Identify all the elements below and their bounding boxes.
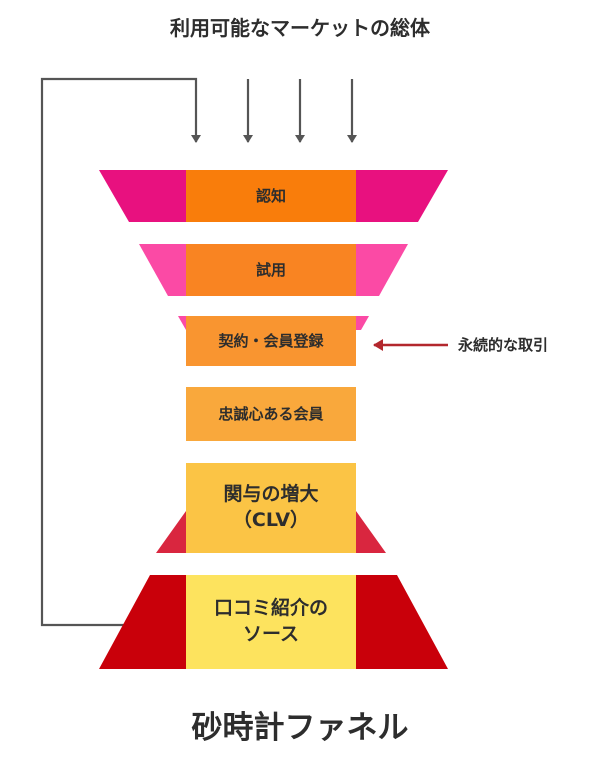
stage-3-label: 契約・会員登録 [218, 331, 324, 350]
side-note-label: 永続的な取引 [458, 336, 549, 354]
stage-5-label: 関与の増大 （CLV） [186, 463, 356, 553]
stage-2-label: 試用 [255, 260, 286, 279]
diagram-title: 利用可能なマーケットの総体 [170, 16, 430, 40]
feedback-loop-line [40, 77, 201, 627]
stage-5-label-line-2: （CLV） [232, 509, 310, 531]
stage-5-label-line-1: 関与の増大 [223, 483, 319, 506]
diagram-caption: 砂時計ファネル [191, 710, 409, 746]
stage-4-label: 忠誠心ある会員 [218, 404, 324, 423]
stage-6-label: 口コミ紹介の ソース [186, 575, 356, 669]
stage-6-label-line-1: 口コミ紹介の [213, 597, 328, 620]
stage-3-core [186, 316, 356, 366]
stage-1-core [186, 170, 356, 222]
stage-4-core [186, 387, 356, 441]
stage-2-core [186, 244, 356, 296]
stage-6-label-line-2: ソース [242, 623, 300, 645]
stage-6-core [186, 575, 356, 669]
stage-1-label: 認知 [255, 186, 286, 205]
stage-5-core [186, 463, 356, 553]
